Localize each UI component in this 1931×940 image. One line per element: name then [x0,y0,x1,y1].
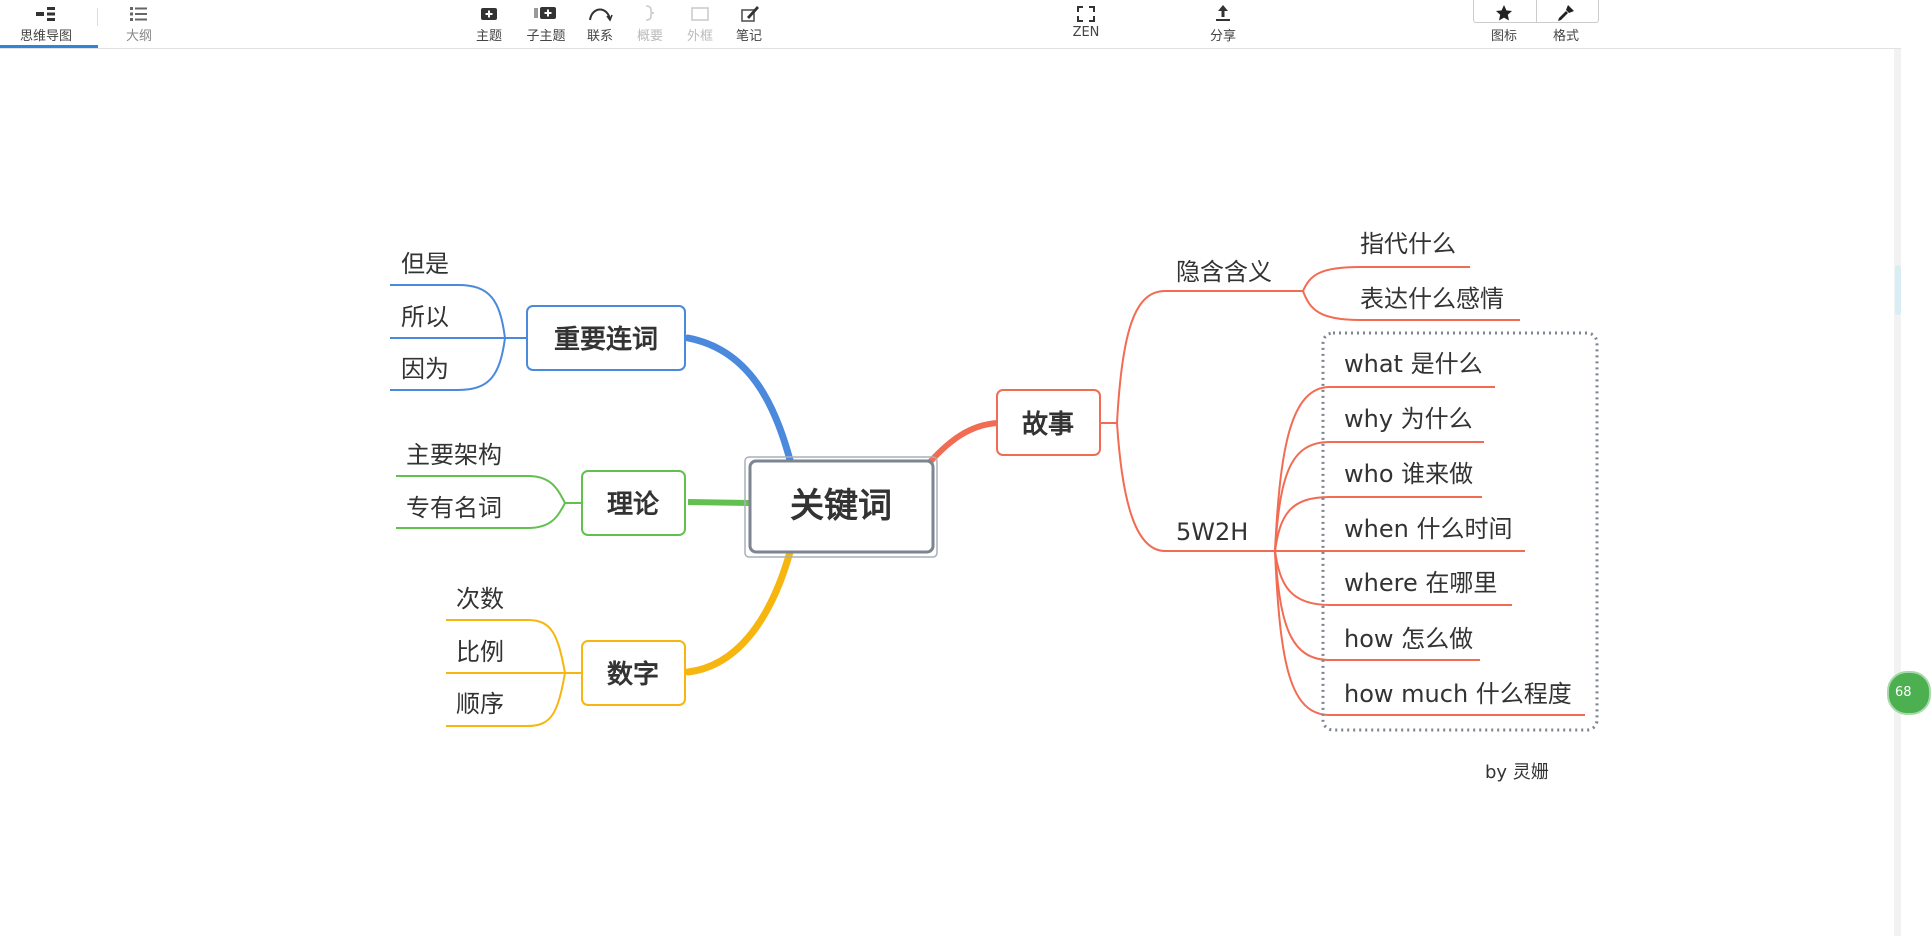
subtopic-who[interactable]: who 谁来做 [1344,460,1473,488]
summary-button[interactable]: 概要 [632,0,668,44]
star-icon [1494,0,1514,22]
vertical-scrollbar[interactable] [1894,49,1901,936]
format-brush-icon [1556,0,1576,22]
subtopic-5w2h[interactable]: 5W2H [1176,518,1248,546]
topic-icon [478,0,500,22]
topic-story-text: 故事 [1022,410,1074,440]
mindmap-canvas[interactable]: 关键词 重要连词 理论 数字 故事 但是 所以 因为 主要架构 专有名词 次数 [0,49,1901,936]
topic-theory[interactable]: 理论 [581,470,686,536]
topic-connectives-text: 重要连词 [554,325,658,355]
tab-outline[interactable]: 大纲 [119,0,159,44]
topic-story[interactable]: 故事 [996,389,1101,456]
subtopic-button[interactable]: 子主题 [522,0,570,44]
share-upload-icon [1212,0,1234,22]
tab-mindmap-label: 思维导图 [19,29,72,44]
share-label: 分享 [1209,29,1236,44]
subtopic-how[interactable]: how 怎么做 [1344,625,1473,653]
numbers-subtopic-lines [446,619,582,727]
note-button[interactable]: 笔记 [731,0,767,44]
central-topic[interactable]: 关键词 [744,456,938,558]
central-topic-text: 关键词 [790,486,892,526]
topic-connectives[interactable]: 重要连词 [526,305,686,371]
mindmap-icon [33,0,59,22]
subtopic-what[interactable]: what 是什么 [1344,350,1483,378]
relationship-label: 联系 [586,29,613,44]
icon-panel-button[interactable]: 图标 [1484,0,1524,44]
subtopic-express-emotion[interactable]: 表达什么感情 [1360,285,1504,313]
tab-outline-label: 大纲 [125,29,152,44]
connectives-subtopic-lines [390,284,527,391]
5w2h-boundary [1321,331,1599,732]
share-button[interactable]: 分享 [1205,0,1241,44]
icon-format-segment [1473,0,1599,23]
outline-list-icon [128,0,150,22]
subtopic-where[interactable]: where 在哪里 [1344,569,1497,597]
icon-panel-label: 图标 [1490,29,1517,44]
zen-label: ZEN [1072,25,1100,40]
boundary-label: 外框 [686,29,713,44]
topic-numbers-text: 数字 [607,659,659,690]
subtopic-but[interactable]: 但是 [401,250,449,278]
topic-theory-text: 理论 [607,490,660,520]
story-subtopic-lines [1100,266,1585,716]
branch-line-numbers [684,548,794,676]
note-pencil-icon [738,0,760,22]
zen-button[interactable]: ZEN [1068,0,1104,40]
status-badge[interactable]: 68 [1887,671,1931,715]
subtopic-refers-to[interactable]: 指代什么 [1360,230,1456,258]
format-panel-label: 格式 [1552,29,1579,44]
topic-label: 主题 [475,29,502,44]
subtopic-how-much[interactable]: how much 什么程度 [1344,680,1572,708]
subtopic-main-structure[interactable]: 主要架构 [406,441,502,469]
subtopic-proper-noun[interactable]: 专有名词 [406,494,502,522]
subtopic-order[interactable]: 顺序 [456,690,504,718]
active-tab-indicator [0,45,98,48]
scrollbar-thumb[interactable] [1895,265,1901,315]
subtopic-so[interactable]: 所以 [401,303,449,331]
subtopic-label: 子主题 [526,29,566,44]
summary-label: 概要 [636,29,663,44]
relationship-button[interactable]: 联系 [582,0,618,44]
branch-line-connectives [684,334,794,464]
branch-line-story [927,420,1000,465]
subtopic-count[interactable]: 次数 [456,585,504,613]
note-label: 笔记 [735,29,762,44]
subtopic-why[interactable]: why 为什么 [1344,405,1473,433]
relationship-curve-icon [587,0,613,22]
subtopic-icon [533,0,559,22]
fullscreen-icon [1075,0,1097,22]
boundary-frame-icon [689,0,711,22]
author-credit: by 灵姗 [1485,762,1549,783]
theory-subtopic-lines [396,475,582,529]
boundary-button[interactable]: 外框 [682,0,718,44]
topic-button[interactable]: 主题 [471,0,507,44]
subtopic-when[interactable]: when 什么时间 [1344,515,1512,543]
subtopic-ratio[interactable]: 比例 [456,638,504,666]
branch-line-theory [687,499,751,506]
tab-mindmap[interactable]: 思维导图 [18,0,74,44]
topic-numbers[interactable]: 数字 [581,640,686,706]
tab-divider [97,8,98,26]
toolbar: 思维导图 大纲 主题 子主题 联系 概要 外框 笔记 ZEN 分享 [0,0,1901,49]
subtopic-implied-meaning[interactable]: 隐含含义 [1176,258,1272,286]
subtopic-because[interactable]: 因为 [401,355,449,383]
format-panel-button[interactable]: 格式 [1546,0,1586,44]
summary-brace-icon [641,0,659,22]
